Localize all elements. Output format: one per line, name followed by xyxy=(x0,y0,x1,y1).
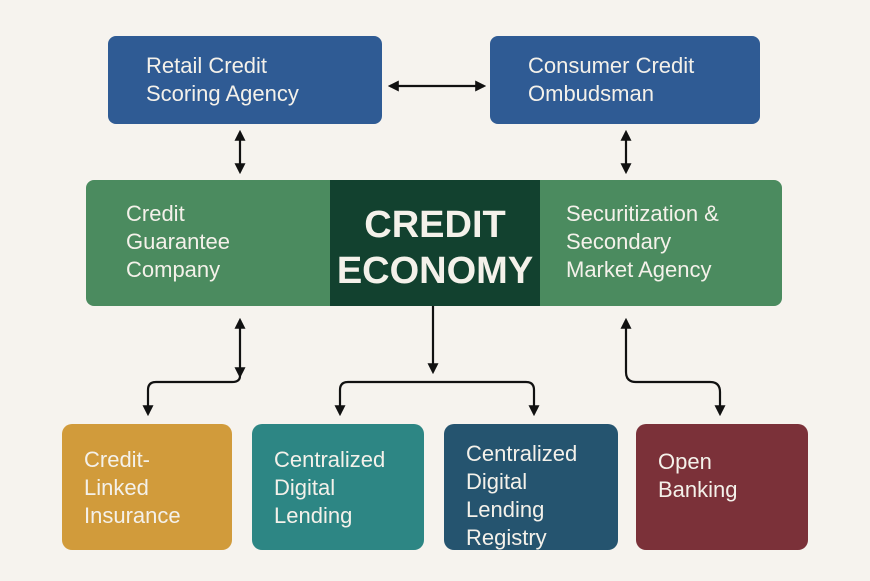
box-label: Lending xyxy=(274,503,353,528)
box-label: Linked xyxy=(84,475,149,500)
box-label: Securitization & xyxy=(566,201,719,226)
box-label: Scoring Agency xyxy=(146,81,299,106)
box-label: Company xyxy=(126,257,221,282)
box-label: Secondary xyxy=(566,229,672,254)
box-label: Banking xyxy=(658,477,738,502)
box-label: Lending xyxy=(466,497,545,522)
box-label: Digital xyxy=(274,475,336,500)
retail-credit-scoring-agency-box: Retail Credit Scoring Agency xyxy=(108,36,382,124)
box-label: Centralized xyxy=(274,447,386,472)
box-label: Credit- xyxy=(84,447,151,472)
box-label: Consumer Credit xyxy=(528,53,695,78)
center-title: CREDIT xyxy=(364,204,506,246)
centralized-digital-lending-registry-box: Centralized Digital Lending Registry xyxy=(444,424,618,550)
center-title: ECONOMY xyxy=(336,250,534,292)
arrow-center-branch xyxy=(334,380,540,417)
box-label: Credit xyxy=(126,201,185,226)
credit-linked-insurance-box: Credit- Linked Insurance xyxy=(62,424,232,550)
securitization-agency-box: Securitization & Secondary Market Agency xyxy=(540,180,782,306)
consumer-credit-ombudsman-box: Consumer Credit Ombudsman xyxy=(490,36,760,124)
box-label: Guarantee xyxy=(126,229,230,254)
arrow-left-branch xyxy=(142,375,242,417)
box-label: Open xyxy=(658,449,712,474)
box-label: Ombudsman xyxy=(528,81,654,106)
box-label: Market Agency xyxy=(566,257,712,282)
box-label: Registry xyxy=(466,525,547,550)
box-label: Digital xyxy=(466,469,528,494)
credit-economy-center-box: CREDIT ECONOMY xyxy=(330,180,540,306)
centralized-digital-lending-box: Centralized Digital Lending xyxy=(252,424,424,550)
open-banking-box: Open Banking xyxy=(636,424,808,550)
arrow-right-branch xyxy=(620,317,726,417)
credit-guarantee-company-box: Credit Guarantee Company xyxy=(86,180,332,306)
box-label: Insurance xyxy=(84,503,181,528)
box-label: Centralized xyxy=(466,441,578,466)
box-label: Retail Credit xyxy=(146,53,268,78)
